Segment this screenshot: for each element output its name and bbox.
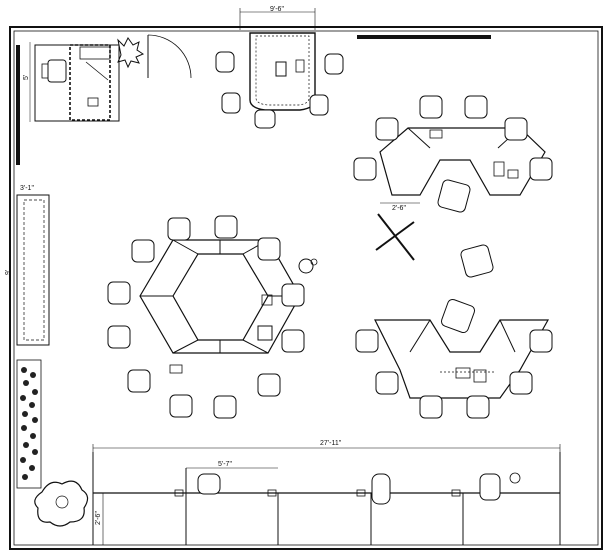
window-left <box>16 45 20 165</box>
hexagon-chairs <box>107 215 305 419</box>
room-inner-wall <box>13 30 599 546</box>
ottomans <box>437 179 494 334</box>
counter-length-label: 27'-11" <box>320 440 342 447</box>
conference-table: 9'-6" <box>239 6 316 111</box>
x-stand <box>375 213 415 261</box>
plant-bottom-left <box>34 480 89 527</box>
executive-desk-area: 5' <box>23 42 120 122</box>
counter-depth-label: 2'-6" <box>95 511 102 525</box>
upper-right-pod: 2'-6" <box>379 127 546 212</box>
counter-stools <box>197 472 521 505</box>
plant-top <box>117 37 145 69</box>
desk-depth-label: 5' <box>23 75 30 80</box>
executive-chair <box>41 59 67 83</box>
counter-bay-label: 5'-7" <box>218 461 232 468</box>
stroller-chair <box>298 258 318 274</box>
door <box>147 34 192 79</box>
planting-strip <box>16 359 42 489</box>
lower-right-pod <box>374 319 550 399</box>
wall-return-label: 3'-1" <box>20 185 34 192</box>
window-top <box>357 35 491 39</box>
conference-width-label: 9'-6" <box>270 6 284 13</box>
conference-chairs <box>215 51 344 129</box>
pod-gap-label: 2'-6" <box>392 205 406 212</box>
left-wall-cabinet: 3'-1" 9' <box>5 185 50 346</box>
wall-length-label: 9' <box>5 270 12 275</box>
room-outer-wall <box>9 26 603 550</box>
lower-pod-chairs <box>355 329 553 419</box>
upper-pod-chairs <box>353 95 553 181</box>
